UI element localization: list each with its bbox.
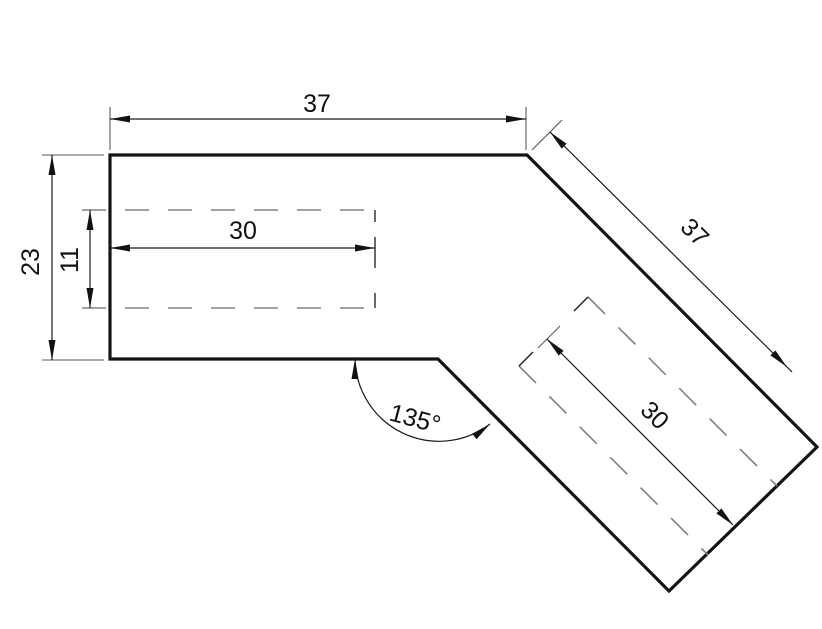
dim-arm-length-line [549,131,788,368]
part-outline [108,153,820,594]
dim-slot-length-angled-ext-start [537,325,561,349]
arrowhead-icon [506,115,526,123]
arrowhead-icon [86,210,94,230]
dim-arm-length-end-tick [786,366,793,373]
dim-arm-length-ext-start [531,119,563,151]
hidden-slot-angled-upper-corner-mark [573,296,589,312]
dim-top-length: 37 [109,90,527,150]
dim-slot-length-horizontal: 30 [110,217,375,252]
hidden-slot-angled-lower-line [518,365,709,556]
hidden-slot-horizontal [82,209,376,309]
arrowhead-icon [355,244,375,252]
hidden-slot-angled [518,296,778,556]
arrowhead-icon [351,359,359,379]
arrowhead-icon [716,508,733,525]
dim-slot-width: 11 [56,210,94,308]
arrowhead-icon [110,115,130,123]
hidden-slot-angled-upper-line [587,296,778,487]
dim-arm-length-label: 37 [675,213,714,252]
arrowhead-icon [86,288,94,308]
arrowhead-icon [547,339,564,356]
dim-slot-width-label: 11 [56,247,84,273]
arrowhead-icon [770,350,787,367]
dim-left-height-label: 23 [17,248,45,276]
hidden-slot-angled-lower-corner-mark [518,351,534,367]
dim-bend-angle-arc [354,358,491,442]
dim-left-height: 23 [17,154,104,361]
dim-slot-length-angled-line [546,338,734,526]
dim-bend-angle-label: 135° [386,399,443,439]
arrowhead-icon [472,424,490,440]
dim-slot-length-horizontal-label: 30 [229,217,257,245]
arrowhead-icon [48,155,56,175]
arrowhead-icon [48,340,56,360]
dim-top-length-label: 37 [303,90,331,118]
arrowhead-icon [110,244,130,252]
arrowhead-icon [550,132,567,149]
